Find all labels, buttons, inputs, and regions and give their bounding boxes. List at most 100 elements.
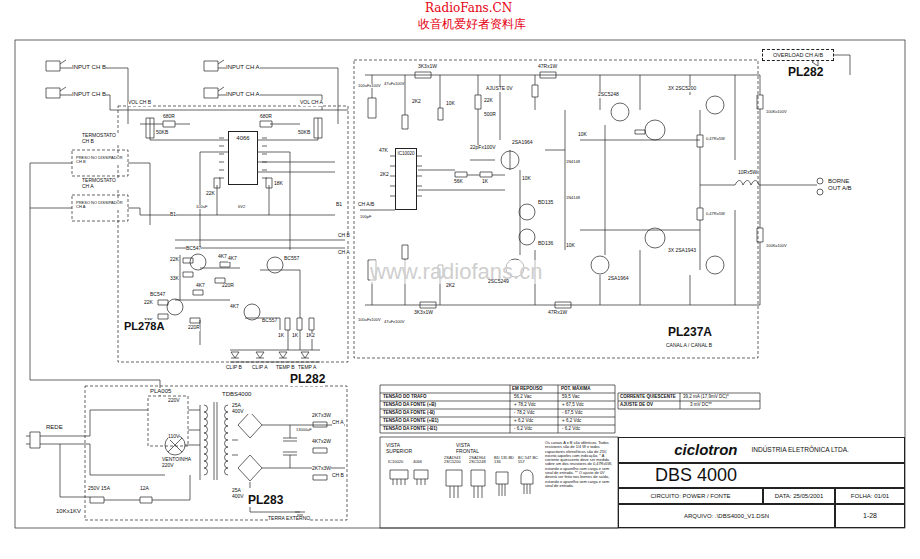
- schematic-label: REDE: [46, 424, 63, 431]
- schematic-label: 680R: [163, 114, 175, 120]
- title-block-cell: ciclotronINDÚSTRIA ELETRÔNICA LTDA.: [618, 437, 905, 463]
- schematic-label: - 78,2 Vdc: [514, 411, 535, 416]
- schematic-label: 10K: [446, 101, 455, 107]
- transistor-symbol: [645, 120, 665, 140]
- voltage-table-grid: [380, 385, 760, 433]
- thermostat-outline: [72, 195, 128, 221]
- schematic-label: BC547: [186, 246, 201, 252]
- schematic-label: - 67,5 Vdc: [562, 411, 583, 416]
- transistor-symbol: [706, 96, 724, 114]
- schematic-label: INPUT CH A: [226, 64, 260, 71]
- schematic-label: CANAL A / CANAL B: [666, 343, 712, 349]
- sheet-frame: [15, 40, 905, 528]
- schematic-label: 100uFx100V: [358, 84, 381, 88]
- schematic-label: 47K: [379, 148, 388, 154]
- schematic-label: CH B: [338, 233, 350, 239]
- schematic-label: IC10020: [388, 460, 403, 464]
- node-text: IC10020: [397, 152, 414, 157]
- schematic-label: BORNE OUT A/B: [828, 178, 862, 191]
- transistor-symbol: [706, 256, 724, 274]
- schematic-label: TERMOSTATO CH B: [82, 133, 122, 144]
- transistor-symbol: [519, 204, 535, 220]
- title-block-cell: CIRCUITO: POWER / FONTE: [618, 488, 763, 504]
- schematic-label: POT. MÁXIMA: [561, 387, 591, 392]
- schematic-label: 2SA1964 2SC5248: [469, 456, 493, 465]
- schematic-label: 59,5 Vac: [562, 395, 579, 400]
- mains-plug: [26, 432, 40, 448]
- schematic-label: PL282: [788, 66, 823, 79]
- schematic-label: BC 547 BC 557: [518, 456, 540, 465]
- schematic-label: 50KB: [156, 130, 168, 136]
- transistor-symbol: [591, 256, 609, 274]
- transistor-symbol: [611, 103, 629, 121]
- schematic-label: 10Kx1KV: [56, 508, 81, 515]
- schematic-label: BD136: [538, 241, 553, 247]
- schematic-label: BD135: [538, 200, 553, 206]
- schematic-label: 100Kx100V: [766, 244, 787, 248]
- schematic-label: VENTOINHA 220V: [162, 457, 198, 468]
- company-logo: ciclotron: [674, 442, 737, 459]
- schematic-label: 47uFx100V: [384, 320, 404, 324]
- schematic-label: 6V2: [238, 205, 245, 209]
- schematic-label: PL282: [290, 373, 325, 386]
- transistor-symbol: [244, 304, 260, 320]
- transistor-symbol: [501, 151, 519, 169]
- schematic-label: 10K: [522, 176, 531, 182]
- schematic-label: VISTA SUPERIOR: [386, 443, 420, 454]
- ic-package: 4066: [228, 131, 258, 185]
- schematic-label: 18K: [274, 181, 283, 187]
- title-block-cell: DATA: 25/05/2001: [763, 488, 835, 504]
- schematic-label: 22pFx100V: [470, 145, 496, 151]
- schematic-label: 100Kx100V: [766, 110, 787, 114]
- thermostat-outline: [72, 150, 128, 176]
- schematic-label: PL278A: [124, 320, 164, 332]
- schematic-label: PRESO NO DISSIPADOR CH A: [76, 201, 124, 210]
- schematic-label: PL237A: [668, 326, 712, 339]
- schematic-label: VOL CH A: [300, 100, 323, 106]
- node-text: CIRCUITO: POWER / FONTE: [650, 493, 730, 500]
- schematic-label: EM REPOUSO: [512, 387, 543, 392]
- schematic-label: BD 135 BD 136: [494, 456, 516, 465]
- schematic-label: 22K: [144, 300, 153, 306]
- ic-package: IC10020: [395, 148, 417, 210]
- schematic-label: TENSÃO DO TRAFO: [383, 395, 427, 400]
- schematic-label: 110V: [168, 434, 179, 440]
- schematic-label: AJUSTE DE OV: [620, 403, 653, 408]
- schematic-label: 2SA1943 2SC5200: [444, 456, 468, 465]
- schematic-label: 25A 400V: [232, 403, 252, 414]
- schematic-label: - 6,2 Vdc: [562, 427, 580, 432]
- schematic-label: INPUT CH B: [72, 64, 106, 71]
- schematic-label: INPUT CH A: [226, 91, 260, 98]
- schematic-label: 22K: [206, 191, 215, 197]
- schematic-label: CH A/B: [358, 202, 374, 208]
- fuse-resistor: [90, 422, 327, 503]
- schematic-label: B1: [170, 212, 176, 218]
- schematic-label: BC557: [284, 256, 299, 262]
- schematic-label: 2K7x3W: [312, 413, 331, 419]
- selector-outline: [148, 396, 188, 446]
- node-text: OVERLOAD CH A/B: [773, 52, 823, 58]
- schematic-label: 3K3x1W: [418, 64, 437, 70]
- schematic-label: 33K: [170, 276, 179, 282]
- wiring: [360, 75, 817, 305]
- schematic-label: CH A: [332, 420, 344, 426]
- schematic-label: CH A: [338, 250, 350, 256]
- schematic-label: 1N4148: [566, 196, 580, 200]
- schematic-label: 47Rx1W: [548, 310, 567, 316]
- node-text: 4066: [236, 135, 249, 142]
- title-block-cell: DBS 4000: [618, 463, 905, 488]
- schematic-label: TDBS4000: [222, 391, 251, 398]
- node-text: 1-28: [863, 512, 877, 520]
- watermark-text: www.radiofans.cn: [370, 260, 542, 284]
- output-terminal: [817, 189, 823, 195]
- schematic-label: CORRENTE QUIESCENTE: [620, 395, 676, 400]
- schematic-label: 2SA1964: [608, 276, 629, 282]
- resistor-symbol: [368, 72, 763, 308]
- schematic-label: B1: [336, 202, 342, 208]
- schematic-label: 10Rx5W: [738, 170, 757, 176]
- board-outline: [354, 60, 758, 358]
- schematic-label: + 67,5 Vdc: [562, 403, 584, 408]
- schematic-label: TEMP B: [276, 365, 295, 371]
- schematic-label: 220R: [222, 283, 234, 289]
